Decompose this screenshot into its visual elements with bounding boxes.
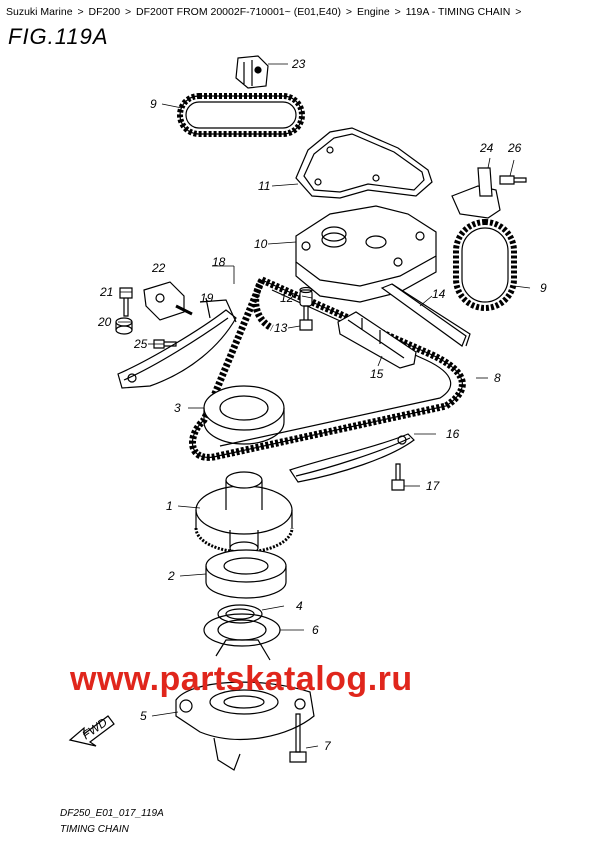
callout-14[interactable]: 14 <box>432 287 446 301</box>
callout-5[interactable]: 5 <box>140 709 147 723</box>
part-26-bolt[interactable] <box>499 175 527 185</box>
callout-26[interactable]: 26 <box>507 141 522 155</box>
part-13-bolt[interactable] <box>299 305 313 331</box>
part-2-bearing[interactable] <box>205 549 287 599</box>
callout-9[interactable]: 9 <box>150 97 157 111</box>
breadcrumb-timing-chain[interactable]: 119A - TIMING CHAIN <box>405 6 511 18</box>
callout-7[interactable]: 7 <box>324 739 332 753</box>
breadcrumb-separator: > <box>345 6 353 18</box>
callout-18[interactable]: 18 <box>212 255 226 269</box>
part-10-housing[interactable] <box>295 205 437 303</box>
breadcrumb-suzuki-marine[interactable]: Suzuki Marine <box>6 6 73 18</box>
callout-3[interactable]: 3 <box>174 401 181 415</box>
breadcrumb-model[interactable]: DF200T FROM 20002F-710001~ (E01,E40) <box>136 6 341 18</box>
callout-17[interactable]: 17 <box>426 479 441 493</box>
callout-9-right[interactable]: 9 <box>540 281 547 295</box>
part-20-washer[interactable] <box>115 317 133 335</box>
breadcrumb-engine[interactable]: Engine <box>356 6 390 18</box>
part-9-right-chain[interactable] <box>453 219 517 311</box>
part-17-bolt[interactable] <box>391 463 405 491</box>
callout-21[interactable]: 21 <box>99 285 113 299</box>
part-22-tensioner[interactable] <box>143 281 193 321</box>
part-14-chain-guide[interactable] <box>380 283 471 347</box>
figure-code: DF250_E01_017_119A <box>60 808 164 819</box>
callout-19[interactable]: 19 <box>200 291 214 305</box>
callout-13[interactable]: 13 <box>274 321 288 335</box>
part-19-tensioner-guide[interactable] <box>117 297 237 389</box>
figure-title: FIG.119A <box>8 24 109 49</box>
part-7-bolt[interactable] <box>289 713 307 763</box>
fwd-arrow-icon <box>68 715 115 747</box>
part-21-bolt[interactable] <box>119 287 133 317</box>
callout-16[interactable]: 16 <box>446 427 460 441</box>
part-16-chain-guide[interactable] <box>289 433 415 483</box>
callout-23[interactable]: 23 <box>291 57 306 71</box>
callout-2[interactable]: 2 <box>167 569 175 583</box>
part-25-bolt[interactable] <box>153 339 177 349</box>
part-9-upper-chain[interactable] <box>177 93 305 137</box>
breadcrumb-separator: > <box>515 6 522 18</box>
breadcrumb-separator: > <box>394 6 401 18</box>
callout-11[interactable]: 11 <box>258 179 270 193</box>
callout-4[interactable]: 4 <box>296 599 303 613</box>
callout-24[interactable]: 24 <box>479 141 494 155</box>
figure-caption: TIMING CHAIN <box>60 824 129 835</box>
callout-8[interactable]: 8 <box>494 371 501 385</box>
breadcrumb-df200[interactable]: DF200 <box>88 6 121 18</box>
part-3-bearing[interactable] <box>203 385 285 445</box>
watermark: www.partskatalog.ru <box>70 660 413 698</box>
part-1-gear[interactable] <box>194 471 294 555</box>
breadcrumb-separator: > <box>77 6 84 18</box>
breadcrumb: Suzuki Marine > DF200 > DF200T FROM 2000… <box>6 6 523 18</box>
part-8-timing-chain[interactable] <box>189 276 466 461</box>
breadcrumb-separator: > <box>124 6 132 18</box>
leader-lines <box>118 63 531 749</box>
part-15-chain-guide[interactable] <box>337 311 417 369</box>
part-24-bracket[interactable] <box>451 167 501 219</box>
callout-6[interactable]: 6 <box>312 623 319 637</box>
part-23-bracket[interactable] <box>235 55 269 89</box>
callout-12[interactable]: 12 <box>280 291 294 305</box>
part-11-gasket[interactable] <box>295 127 433 199</box>
callout-25[interactable]: 25 <box>133 337 148 351</box>
callout-15[interactable]: 15 <box>370 367 384 381</box>
part-5-housing[interactable] <box>175 639 315 771</box>
callout-10[interactable]: 10 <box>254 237 268 251</box>
callout-1[interactable]: 1 <box>166 499 173 513</box>
callout-22[interactable]: 22 <box>151 261 166 275</box>
callout-20[interactable]: 20 <box>97 315 112 329</box>
